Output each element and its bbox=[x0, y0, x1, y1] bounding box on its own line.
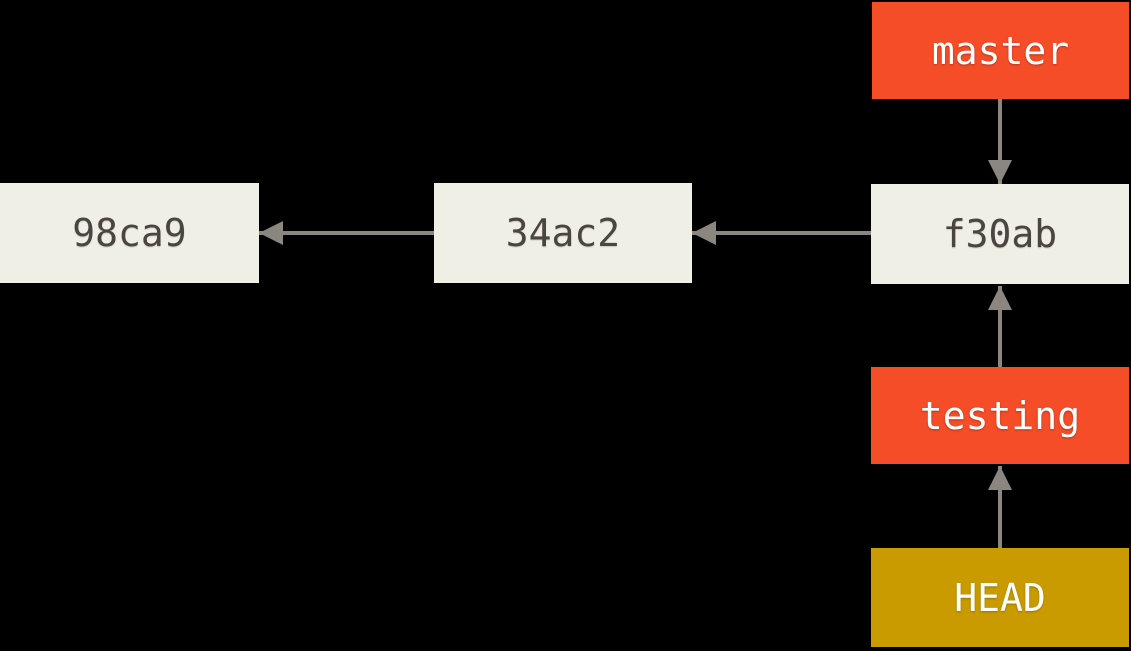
head-name-label: HEAD bbox=[954, 575, 1046, 620]
commit-node-f30ab: f30ab bbox=[871, 184, 1129, 284]
commit-hash-label: f30ab bbox=[942, 212, 1058, 256]
commit-node-34ac2: 34ac2 bbox=[434, 183, 692, 283]
branch-label-testing: testing bbox=[871, 367, 1129, 464]
branch-label-master: master bbox=[872, 2, 1129, 99]
commit-hash-label: 34ac2 bbox=[505, 211, 621, 255]
commit-node-98ca9: 98ca9 bbox=[0, 183, 259, 283]
branch-name-label: testing bbox=[919, 393, 1081, 438]
head-pointer-label: HEAD bbox=[871, 548, 1129, 647]
commit-hash-label: 98ca9 bbox=[72, 211, 187, 255]
branch-name-label: master bbox=[931, 28, 1070, 73]
